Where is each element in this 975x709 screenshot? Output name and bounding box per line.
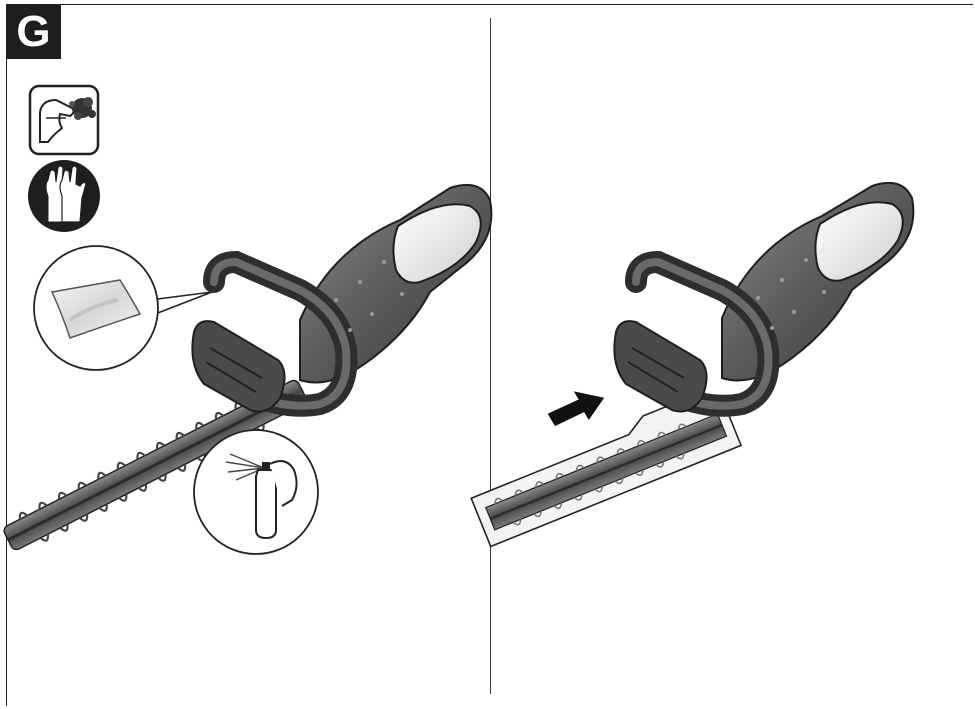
hand-dirt-icon (28, 84, 100, 156)
figure-label: G (6, 4, 61, 59)
hedge-trimmer-right (470, 182, 915, 548)
panel-divider (490, 18, 491, 694)
arrow-right-icon (547, 391, 605, 427)
figure-frame (6, 4, 973, 706)
cloth-icon (33, 245, 213, 371)
spray-can-icon (193, 429, 319, 555)
gloves-icon (28, 160, 100, 232)
hedge-trimmer-left (3, 184, 493, 551)
